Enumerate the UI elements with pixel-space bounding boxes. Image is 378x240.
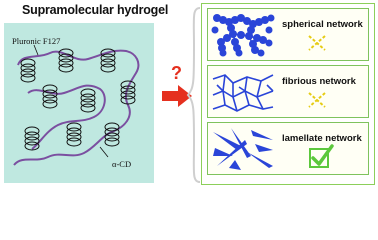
cyclodextrin-stack <box>80 88 96 113</box>
spherical-network-row: spherical network <box>207 8 369 61</box>
spherical-network-image <box>211 14 275 57</box>
pluronic-label: Pluronic F127 <box>12 36 61 46</box>
cross-icon <box>308 92 326 108</box>
cyclodextrin-stack <box>66 122 82 147</box>
pluronic-pointer <box>33 44 39 56</box>
alpha-cd-label: α-CD <box>112 159 132 169</box>
pluronic-chain-2 <box>27 84 106 150</box>
network-options-panel: spherical network fibrious network <box>201 3 375 185</box>
question-mark: ? <box>171 63 182 83</box>
cyclodextrin-stack <box>20 58 36 83</box>
cyclodextrin-stack <box>42 84 58 109</box>
lamellate-network-row: lamellate network <box>207 122 369 175</box>
lamellate-network-image <box>213 128 273 170</box>
polymer-chain-drawing <box>13 44 140 166</box>
fibrious-network-label: fibrious network <box>282 76 356 87</box>
fibrious-network-row: fibrious network <box>207 65 369 118</box>
hydrogel-illustration: Pluronic F127 α-CD <box>4 23 154 183</box>
lamellate-network-label: lamellate network <box>282 133 362 144</box>
curly-brace <box>186 7 201 183</box>
figure-title: Supramolecular hydrogel <box>22 3 169 17</box>
acd-pointer <box>99 146 109 158</box>
cyclodextrin-stack <box>104 122 120 147</box>
cyclodextrin-stack <box>100 48 116 73</box>
cross-icon <box>308 35 326 51</box>
pluronic-chain <box>13 49 140 166</box>
cyclodextrin-stack <box>58 48 74 73</box>
red-arrow-icon <box>162 85 192 107</box>
fibrious-network-image <box>212 74 274 112</box>
cyclodextrin-stack <box>24 126 40 151</box>
spherical-network-label: spherical network <box>282 19 363 30</box>
cyclodextrin-stack <box>120 80 136 105</box>
checkmark-icon <box>309 144 334 168</box>
